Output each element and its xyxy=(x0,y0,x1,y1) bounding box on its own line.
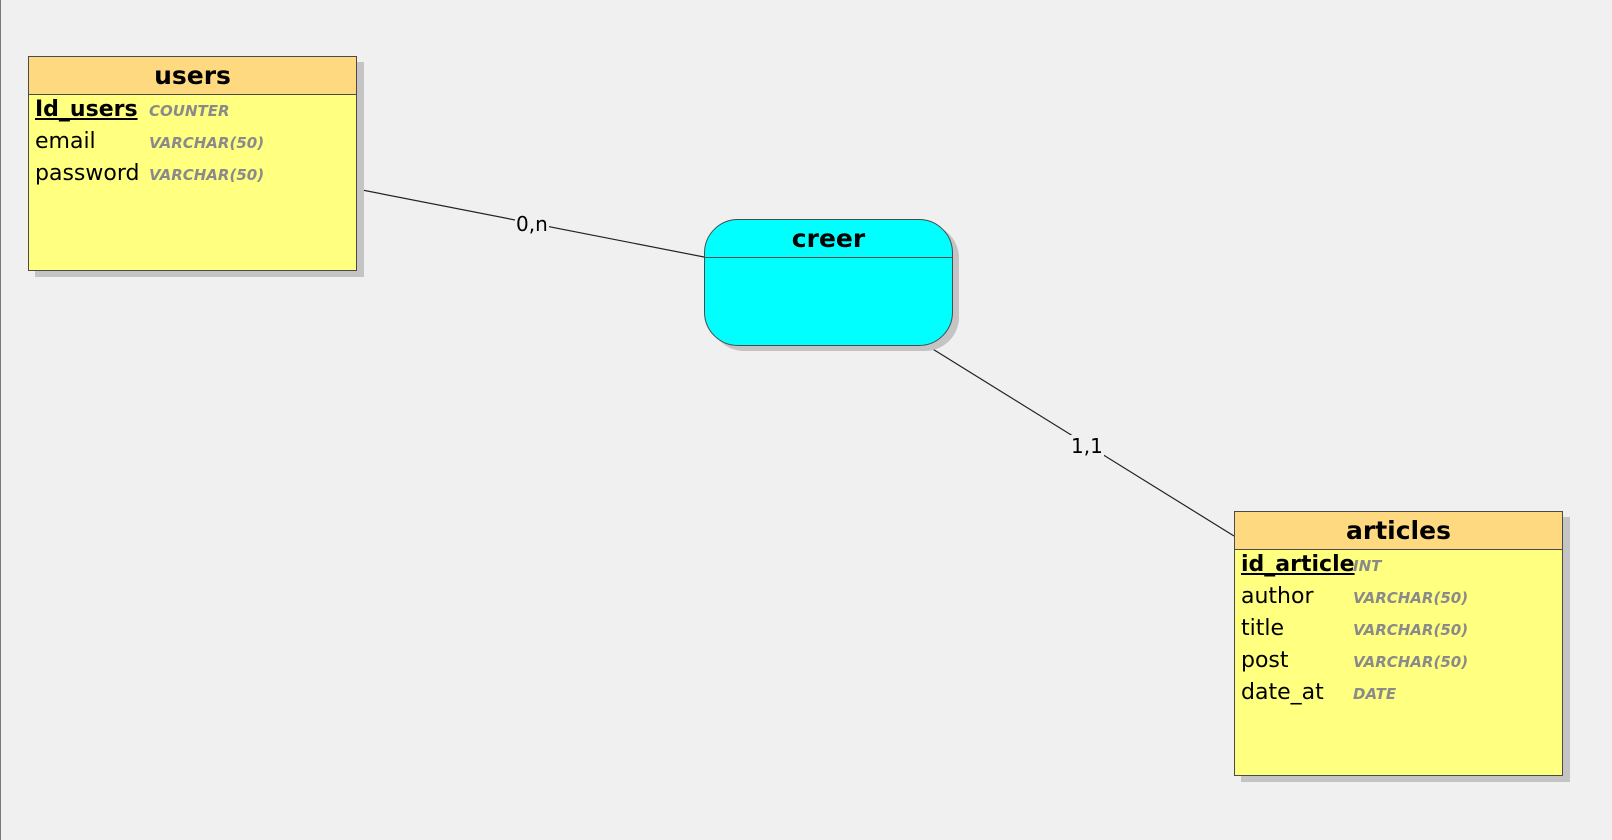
field-name: password xyxy=(35,161,140,186)
field-type: DATE xyxy=(1353,685,1397,703)
field-name: Id_users xyxy=(35,97,138,122)
field-type: COUNTER xyxy=(149,102,230,120)
entity-articles-field-row: date_at DATE xyxy=(1235,678,1562,710)
field-name: id_article xyxy=(1241,552,1355,577)
entity-users[interactable]: users Id_users COUNTER email VARCHAR(50)… xyxy=(28,56,357,271)
entity-users-field-row: Id_users COUNTER xyxy=(29,95,356,127)
field-name: date_at xyxy=(1241,680,1324,705)
entity-users-title: users xyxy=(29,57,356,95)
entity-articles-field-row: id_article INT xyxy=(1235,550,1562,582)
entity-articles[interactable]: articles id_article INT author VARCHAR(5… xyxy=(1234,511,1563,776)
field-name: title xyxy=(1241,616,1285,641)
association-creer[interactable]: creer xyxy=(704,219,953,346)
field-type: VARCHAR(50) xyxy=(149,166,265,184)
entity-users-field-row: email VARCHAR(50) xyxy=(29,127,356,159)
association-creer-title: creer xyxy=(705,220,952,258)
entity-users-field-row: password VARCHAR(50) xyxy=(29,159,356,191)
cardinality-users-creer[interactable]: 0,n xyxy=(515,212,549,236)
entity-articles-field-row: post VARCHAR(50) xyxy=(1235,646,1562,678)
field-type: VARCHAR(50) xyxy=(1353,621,1469,639)
cardinality-creer-articles[interactable]: 1,1 xyxy=(1070,434,1104,458)
entity-articles-field-row: author VARCHAR(50) xyxy=(1235,582,1562,614)
field-type: INT xyxy=(1353,557,1382,575)
entity-articles-title: articles xyxy=(1235,512,1562,550)
field-name: author xyxy=(1241,584,1314,609)
entity-articles-field-row: title VARCHAR(50) xyxy=(1235,614,1562,646)
field-type: VARCHAR(50) xyxy=(1353,653,1469,671)
field-type: VARCHAR(50) xyxy=(149,134,265,152)
field-type: VARCHAR(50) xyxy=(1353,589,1469,607)
field-name: post xyxy=(1241,648,1289,673)
field-name: email xyxy=(35,129,96,154)
